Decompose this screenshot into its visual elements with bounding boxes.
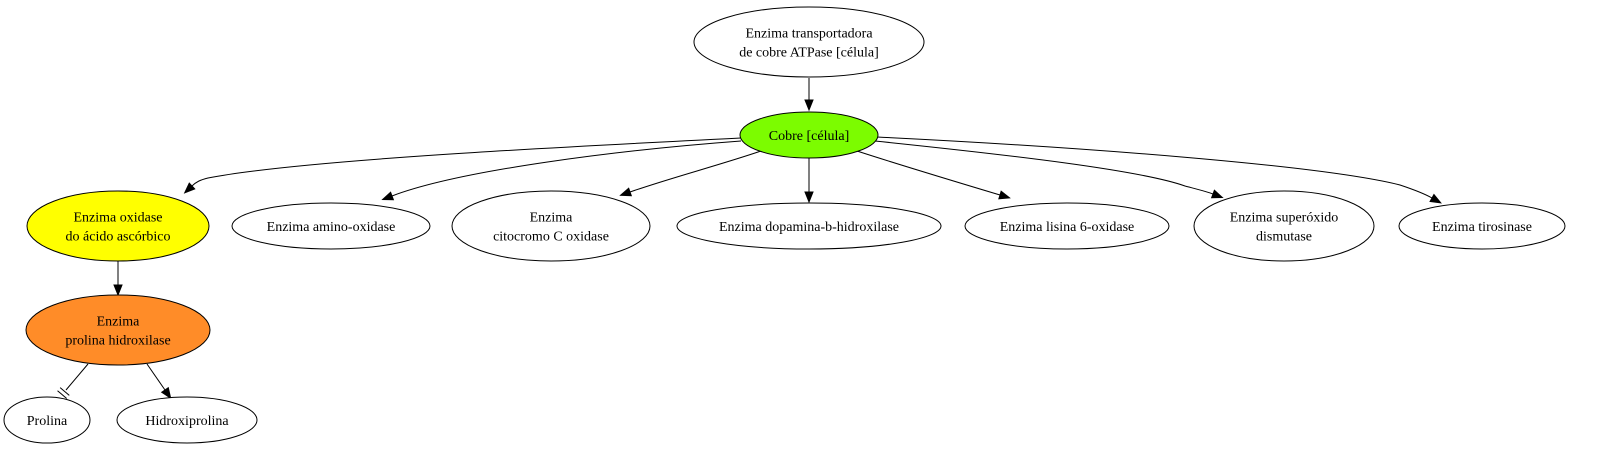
- edge-cobre-to-lisina: [856, 150, 1011, 200]
- node-label-line: dismutase: [1256, 230, 1312, 245]
- node-superoxido: Enzima superóxido dismutase: [1193, 190, 1375, 262]
- node-ascorbico: Enzima oxidase do ácido ascórbico: [26, 190, 210, 262]
- edge-transp-to-cobre: [804, 78, 814, 112]
- node-hidroxiprolina: Hidroxiprolina: [116, 396, 258, 444]
- node-label-line: prolina hidroxilase: [65, 334, 170, 349]
- node-prolina-hidrox: Enzima prolina hidroxilase: [25, 294, 211, 366]
- node-shape: [739, 111, 879, 159]
- node-label-line: Enzima superóxido: [1230, 211, 1338, 226]
- node-shape: [964, 202, 1170, 250]
- node-label-line: Enzima: [97, 315, 141, 330]
- node-label-line: citocromo C oxidase: [493, 230, 609, 245]
- node-shape: [676, 202, 942, 250]
- node-lisina: Enzima lisina 6-oxidase: [964, 202, 1170, 250]
- edge-prolina_hidrox-to-prolina: [57, 363, 89, 399]
- edge-cobre-to-citocromo: [619, 150, 762, 197]
- edge-cobre-to-tirosinase: [876, 136, 1442, 204]
- node-dopamina: Enzima dopamina-b-hidroxilase: [676, 202, 942, 250]
- node-shape: [116, 396, 258, 444]
- nodes: Enzima transportadora de cobre ATPase [cé…: [3, 6, 1566, 444]
- node-shape: [693, 6, 925, 78]
- node-label-line: Enzima transportadora: [745, 27, 873, 42]
- node-shape: [1193, 190, 1375, 262]
- node-shape: [1398, 202, 1566, 250]
- node-transp: Enzima transportadora de cobre ATPase [cé…: [693, 6, 925, 78]
- node-label-line: Enzima tirosinase: [1432, 220, 1532, 235]
- node-shape: [26, 190, 210, 262]
- edges: [57, 78, 1442, 400]
- node-label-line: Prolina: [27, 414, 68, 429]
- node-prolina: Prolina: [3, 396, 91, 444]
- node-label-line: Enzima oxidase: [73, 211, 162, 226]
- edge-ascorbico-to-prolina_hidrox: [113, 261, 123, 297]
- edge-cobre-to-superoxido: [874, 140, 1224, 199]
- edge-cobre-to-dopamina: [804, 158, 814, 204]
- node-tirosinase: Enzima tirosinase: [1398, 202, 1566, 250]
- node-citocromo: Enzima citocromo C oxidase: [451, 190, 651, 262]
- node-shape: [25, 294, 211, 366]
- node-shape: [3, 396, 91, 444]
- node-label-line: Hidroxiprolina: [145, 414, 229, 429]
- node-shape: [231, 202, 431, 250]
- node-shape: [451, 190, 651, 262]
- edge-cobre-to-amino: [381, 140, 742, 201]
- node-amino: Enzima amino-oxidase: [231, 202, 431, 250]
- node-cobre: Cobre [célula]: [739, 111, 879, 159]
- node-label-line: de cobre ATPase [célula]: [739, 46, 879, 61]
- edge-prolina_hidrox-to-hidroxiprolina: [146, 363, 172, 400]
- edge-cobre-to-ascorbico: [183, 137, 742, 194]
- node-label-line: do ácido ascórbico: [66, 230, 171, 245]
- node-label-line: Cobre [célula]: [769, 129, 849, 144]
- node-label-line: Enzima: [530, 211, 574, 226]
- node-label-line: Enzima dopamina-b-hidroxilase: [719, 220, 899, 235]
- node-label-line: Enzima amino-oxidase: [267, 220, 396, 235]
- node-label-line: Enzima lisina 6-oxidase: [1000, 220, 1135, 235]
